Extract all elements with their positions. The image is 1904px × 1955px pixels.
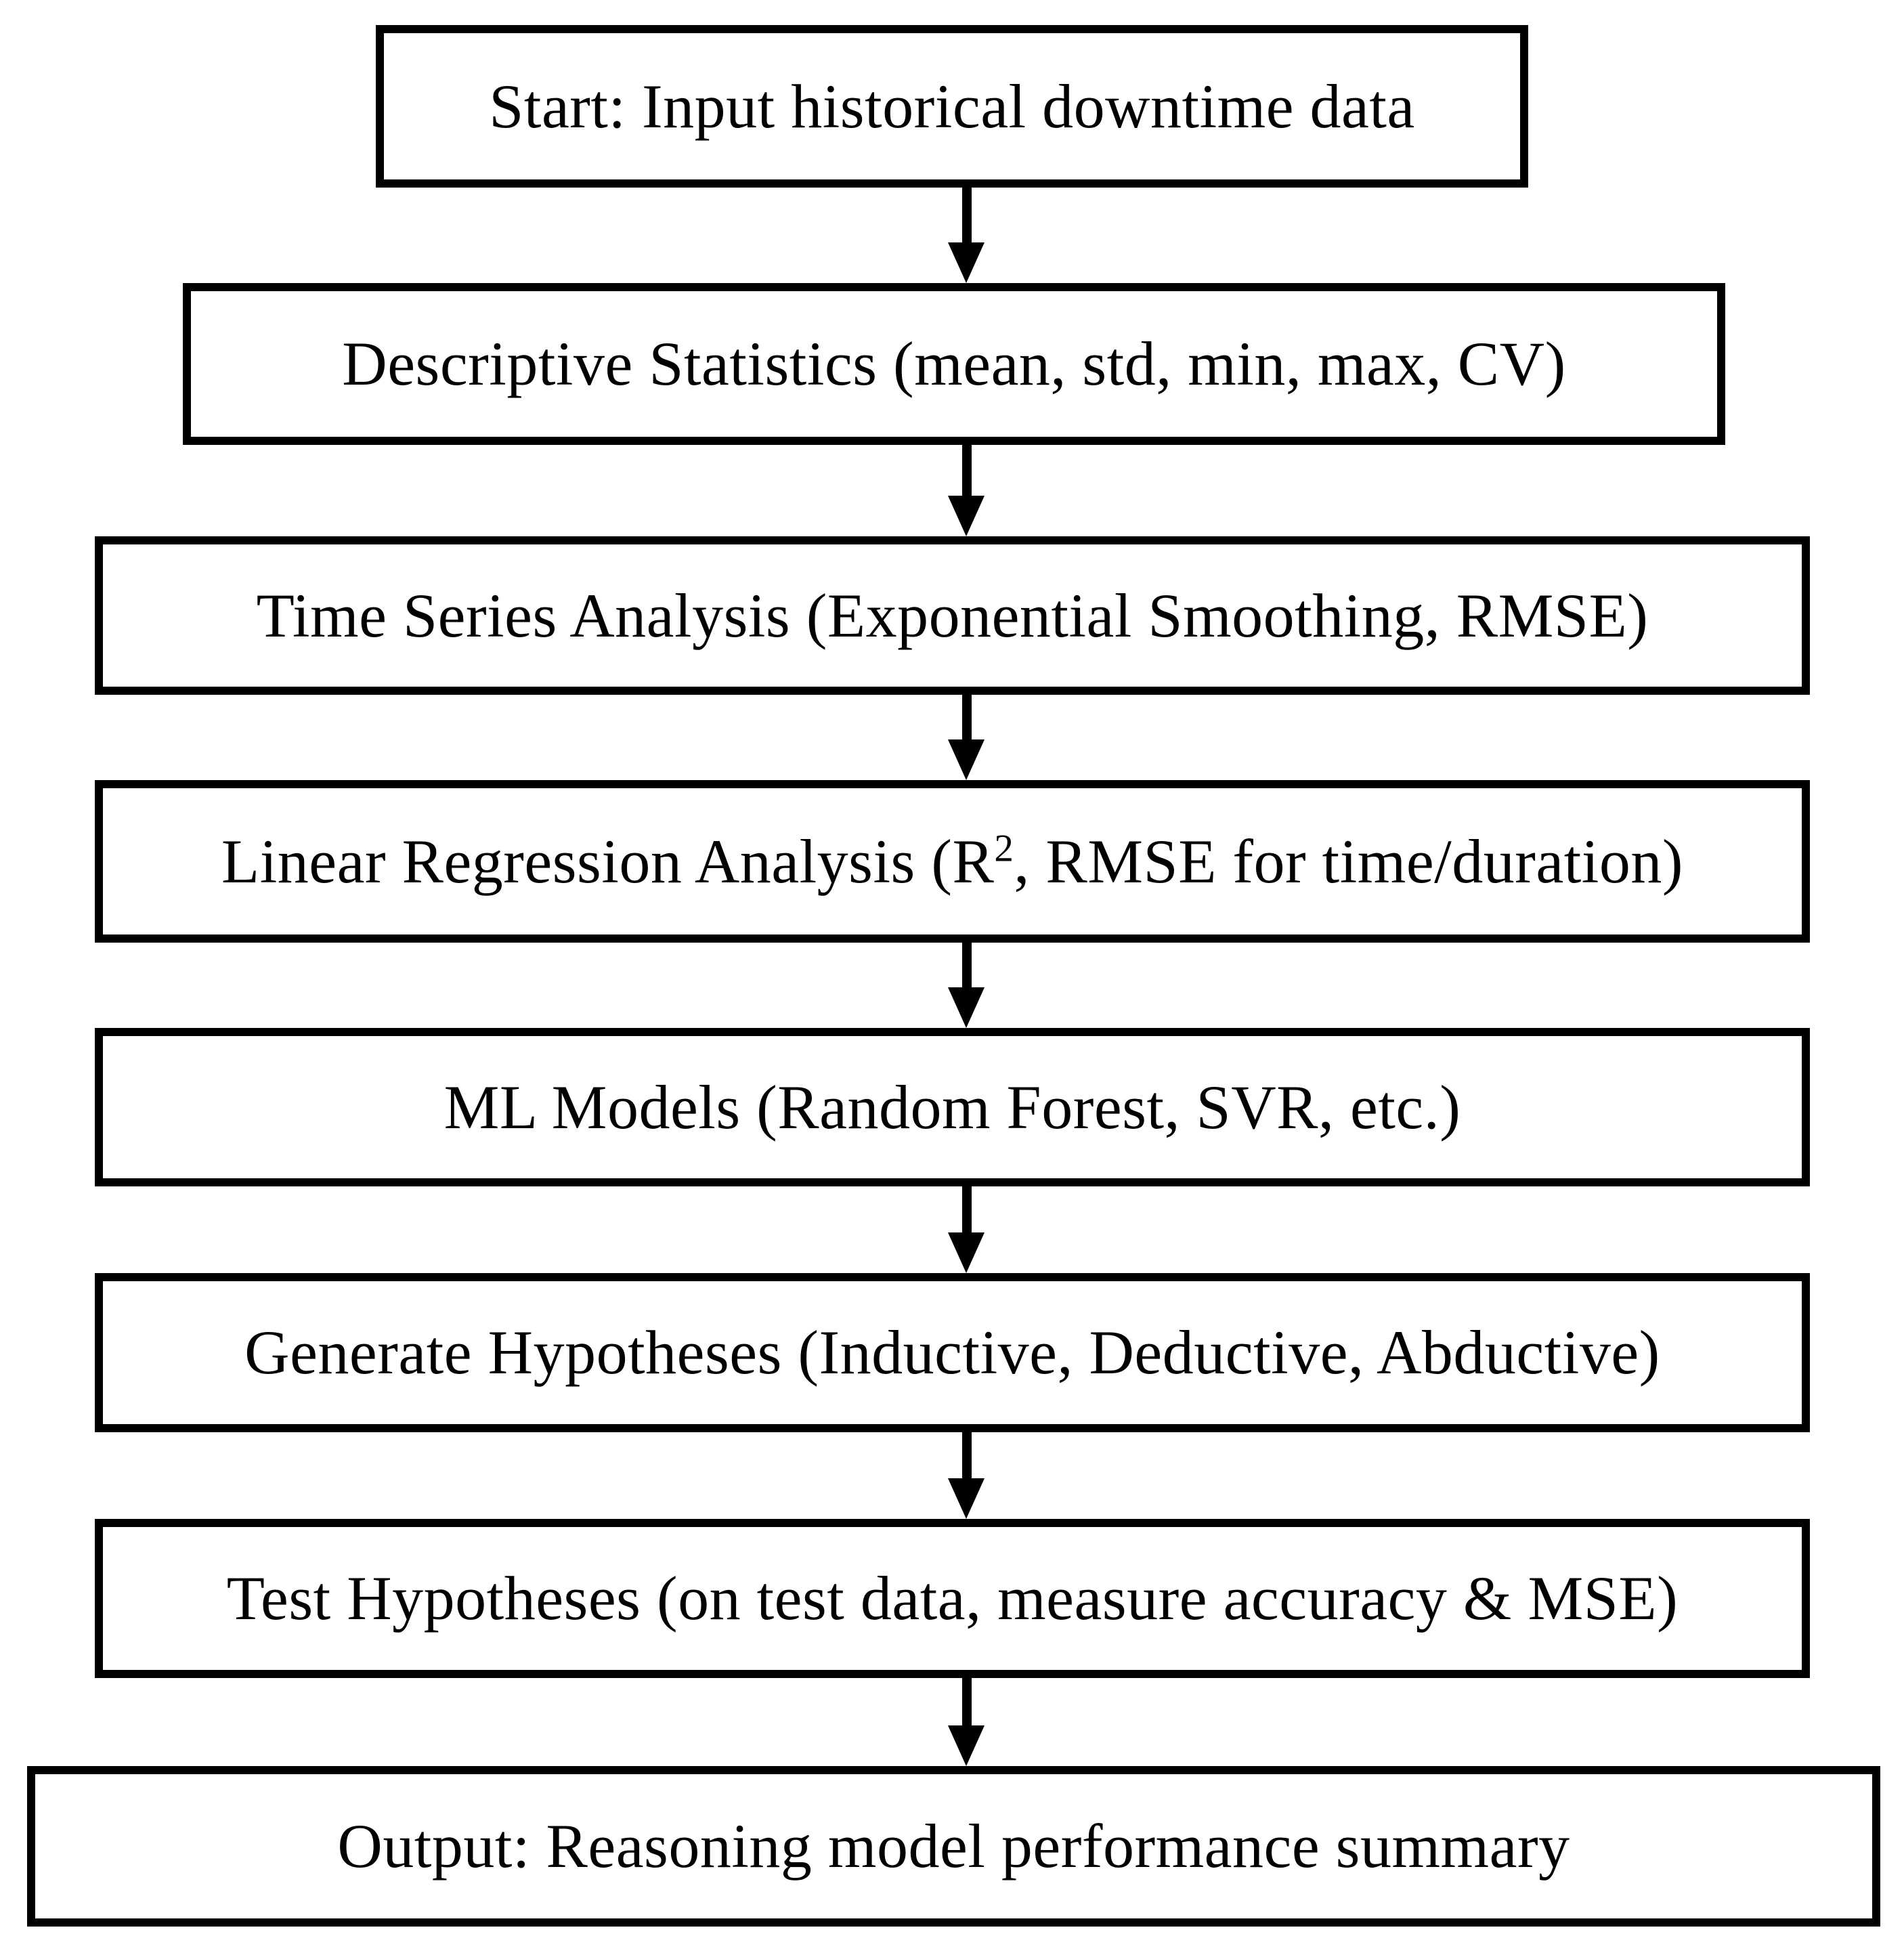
arrow-head-down-icon bbox=[948, 1232, 985, 1273]
flow-node-descriptive-statistics-label: Descriptive Statistics (mean, std, min, … bbox=[342, 329, 1566, 399]
flow-node-descriptive-statistics[interactable]: Descriptive Statistics (mean, std, min, … bbox=[183, 283, 1725, 445]
flow-arrow-start-to-descriptive bbox=[948, 188, 985, 283]
flow-node-start-label: Start: Input historical downtime data bbox=[489, 71, 1415, 141]
flow-node-test-hypotheses-label: Test Hypotheses (on test data, measure a… bbox=[226, 1564, 1679, 1633]
flow-node-generate-hypotheses-label: Generate Hypotheses (Inductive, Deductiv… bbox=[244, 1318, 1660, 1388]
arrow-head-down-icon bbox=[948, 987, 985, 1028]
flow-node-time-series-analysis-label: Time Series Analysis (Exponential Smooth… bbox=[256, 580, 1649, 650]
flow-node-generate-hypotheses[interactable]: Generate Hypotheses (Inductive, Deductiv… bbox=[95, 1273, 1810, 1432]
arrow-shaft bbox=[962, 445, 972, 496]
arrow-head-down-icon bbox=[948, 739, 985, 780]
arrow-shaft bbox=[962, 1186, 972, 1232]
superscript-two: 2 bbox=[994, 827, 1014, 870]
flow-arrow-test-to-output bbox=[948, 1678, 985, 1766]
flow-node-time-series-analysis[interactable]: Time Series Analysis (Exponential Smooth… bbox=[95, 536, 1810, 695]
arrow-head-down-icon bbox=[948, 1725, 985, 1766]
arrow-shaft bbox=[962, 188, 972, 242]
arrow-shaft bbox=[962, 943, 972, 987]
arrow-head-down-icon bbox=[948, 496, 985, 536]
flow-node-linear-regression-analysis[interactable]: Linear Regression Analysis (R2, RMSE for… bbox=[95, 780, 1810, 943]
flow-node-start[interactable]: Start: Input historical downtime data bbox=[376, 25, 1528, 188]
flow-arrow-descriptive-to-timeseries bbox=[948, 445, 985, 536]
flow-arrow-regression-to-mlmodels bbox=[948, 943, 985, 1028]
flow-node-output[interactable]: Output: Reasoning model performance summ… bbox=[27, 1766, 1880, 1927]
flow-node-ml-models[interactable]: ML Models (Random Forest, SVR, etc.) bbox=[95, 1028, 1810, 1186]
flow-node-test-hypotheses[interactable]: Test Hypotheses (on test data, measure a… bbox=[95, 1519, 1810, 1678]
flow-arrow-mlmodels-to-generate bbox=[948, 1186, 985, 1273]
flow-node-linear-regression-analysis-label: Linear Regression Analysis (R2, RMSE for… bbox=[221, 826, 1683, 896]
arrow-head-down-icon bbox=[948, 1478, 985, 1519]
arrow-head-down-icon bbox=[948, 242, 985, 283]
arrow-shaft bbox=[962, 695, 972, 739]
flow-node-ml-models-label: ML Models (Random Forest, SVR, etc.) bbox=[443, 1072, 1461, 1142]
arrow-shaft bbox=[962, 1678, 972, 1725]
flow-node-output-label: Output: Reasoning model performance summ… bbox=[337, 1811, 1570, 1881]
arrow-shaft bbox=[962, 1432, 972, 1478]
flow-arrow-timeseries-to-regression bbox=[948, 695, 985, 780]
flow-arrow-generate-to-test bbox=[948, 1432, 985, 1519]
